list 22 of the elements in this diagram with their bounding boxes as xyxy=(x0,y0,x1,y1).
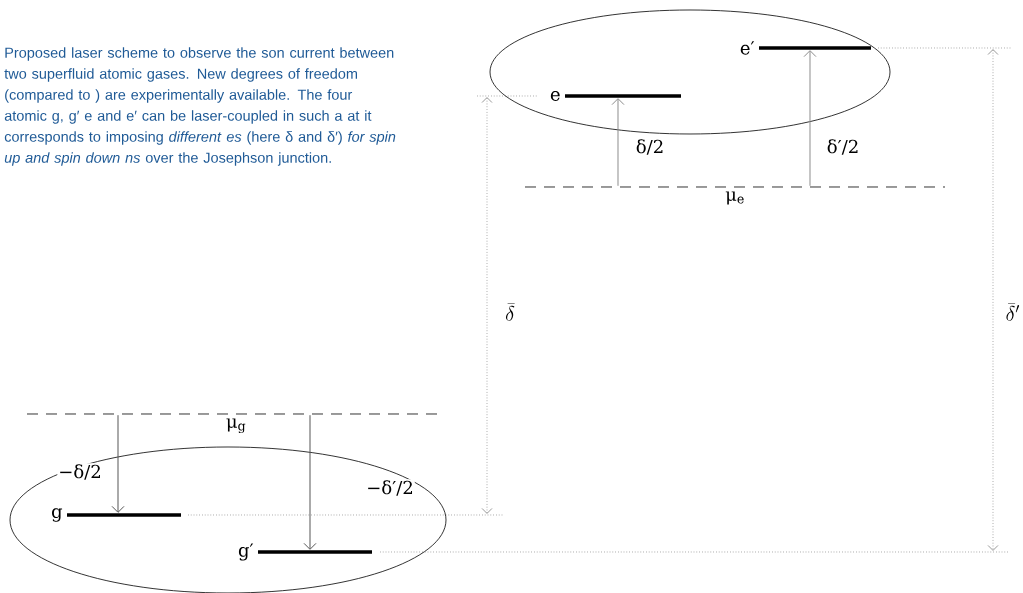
energy-level: g′ xyxy=(238,543,372,561)
node-label: e xyxy=(550,91,560,101)
arrow xyxy=(111,414,125,513)
node-label: g′ xyxy=(238,543,254,561)
edge-label: −δ/2 xyxy=(57,463,103,481)
arrow xyxy=(611,98,625,187)
dimension-label: $\bar{\delta}$ xyxy=(505,303,515,321)
energy-level: e xyxy=(550,91,681,101)
node-label: e′ xyxy=(740,41,755,55)
arrow xyxy=(803,50,817,187)
edge-label: δ′/2 xyxy=(825,138,861,156)
energy-level: e′ xyxy=(740,41,871,55)
edge-label: −δ′/2 xyxy=(365,479,415,497)
node-label: g xyxy=(51,508,63,522)
dimension-label: $\bar{\delta}'$ xyxy=(1006,303,1020,321)
ellipse xyxy=(489,9,891,135)
arrow xyxy=(303,414,317,550)
chemical-potential-line: μ$_{e}$ xyxy=(524,186,946,205)
caption-text: Proposed laser scheme to observe the son current between two superfluid atomic gases. New degrees of freedom (compared to ) are experimentally available. The four atomic g, g′ e and e′ can be laser-coupled in such a at it corresponds to imposing different es (here δ and δ′) for spin up and spin down ns over the Josephson junction. xyxy=(4,47,396,166)
chemical-potential-line: μ$_{g}$ xyxy=(26,413,446,434)
edge-label: δ/2 xyxy=(634,138,666,156)
energy-level: g xyxy=(52,508,181,522)
